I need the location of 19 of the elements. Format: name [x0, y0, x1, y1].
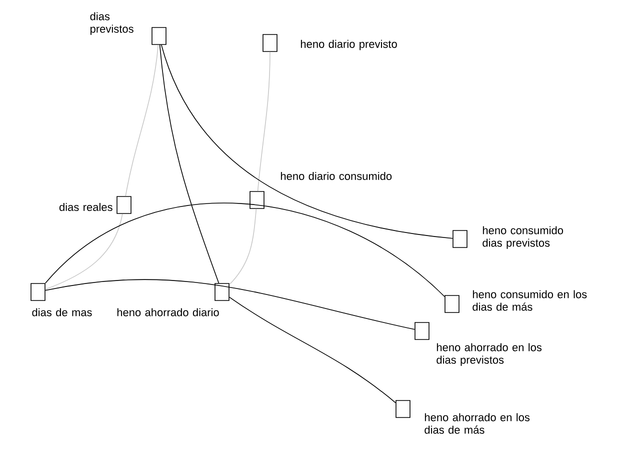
variable-label: heno diario previsto: [300, 40, 397, 50]
variable-label: heno consumido en los dias de más: [472, 290, 587, 311]
variable-label: heno ahorrado en los dias de más: [424, 413, 530, 434]
connector: [229, 208, 257, 285]
connector: [125, 44, 159, 196]
connector: [45, 279, 415, 330]
variable-label: heno diario consumido: [280, 172, 392, 180]
connector: [159, 44, 220, 284]
connector: [229, 296, 396, 404]
variable-label: dias de mas: [32, 308, 92, 316]
variable-label: heno ahorrado en los dias previstos: [436, 343, 542, 366]
variable-label: heno ahorrado diario: [117, 308, 219, 316]
connector: [160, 44, 453, 239]
variable-label: dias previstos: [90, 12, 134, 35]
connector: [45, 213, 123, 290]
connector: [45, 203, 445, 297]
variable-label: heno consumido dias previstos: [482, 226, 564, 249]
connector: [257, 52, 270, 192]
variable-label: dias reales: [59, 202, 112, 212]
